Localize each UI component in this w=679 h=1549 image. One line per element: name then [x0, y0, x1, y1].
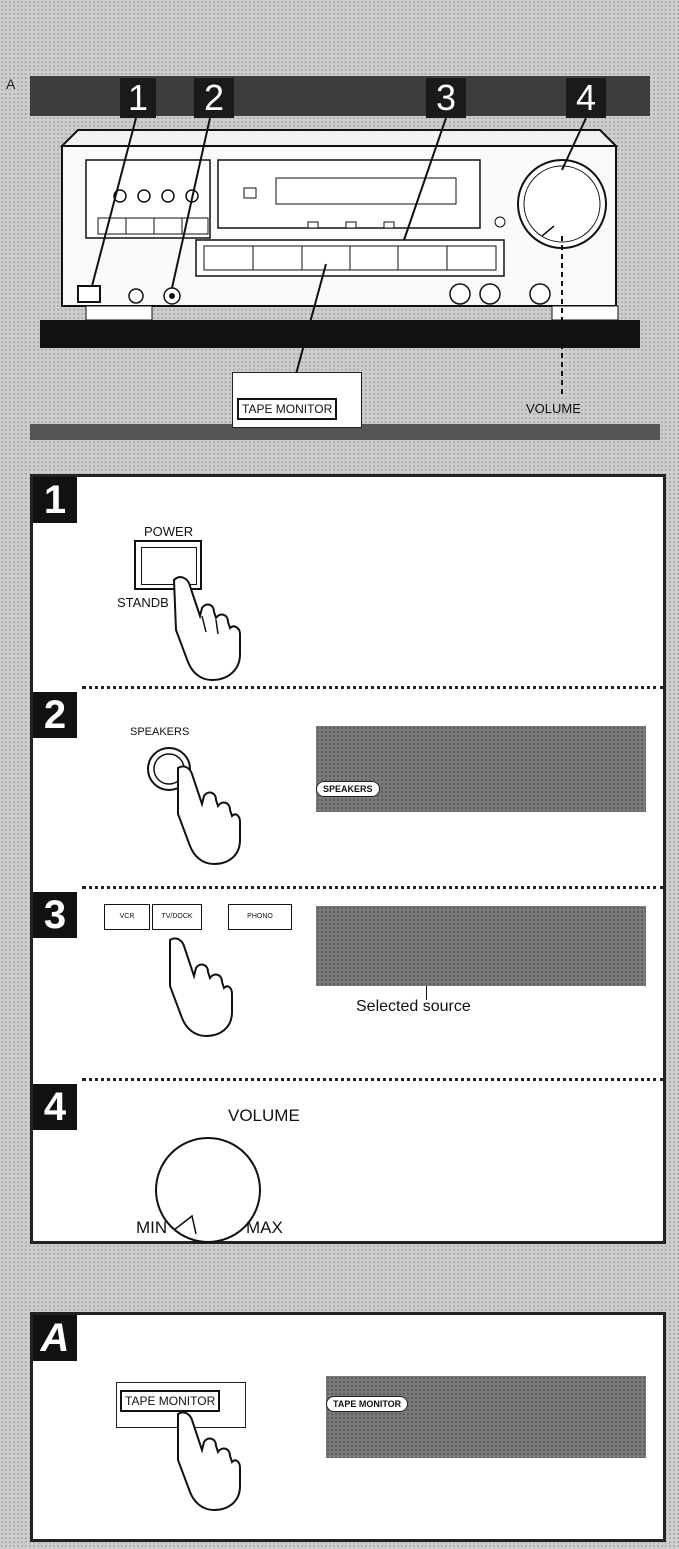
step-2-number: 2 [33, 692, 77, 738]
hand-pointer-icon [164, 936, 234, 1040]
step-divider-3 [82, 1078, 664, 1081]
steps-panel [30, 474, 666, 1244]
phono-button[interactable]: PHONO [228, 904, 292, 930]
tape-monitor-display-indicator: TAPE MONITOR [326, 1396, 408, 1412]
tape-monitor-button-label: TAPE MONITOR [120, 1390, 220, 1412]
tv-dock-button[interactable]: TV/DOCK [152, 904, 202, 930]
volume-min-label: MIN [136, 1218, 167, 1238]
speakers-display [316, 726, 646, 812]
speakers-label: SPEAKERS [130, 726, 189, 738]
volume-max-label: MAX [246, 1218, 283, 1238]
power-label: POWER [144, 524, 193, 539]
hand-pointer-icon [172, 1410, 242, 1514]
step-a-letter: A [33, 1315, 77, 1361]
volume-callout-label: VOLUME [526, 401, 581, 416]
input-selector-buttons: VCR TV/DOCK PHONO [104, 904, 292, 930]
source-display [316, 906, 646, 986]
selected-source-caption: Selected source [356, 998, 471, 1016]
step-4-number: 4 [33, 1084, 77, 1130]
step-divider-1 [82, 686, 664, 689]
step-1-number: 1 [33, 477, 77, 523]
step-divider-2 [82, 886, 664, 889]
vcr-button[interactable]: VCR [104, 904, 150, 930]
speakers-display-indicator: SPEAKERS [316, 781, 380, 797]
hand-pointer-icon [172, 764, 242, 868]
step-3-number: 3 [33, 892, 77, 938]
hand-pointer-icon [166, 574, 246, 686]
volume-label: VOLUME [228, 1106, 300, 1126]
tape-monitor-display [326, 1376, 646, 1458]
tape-monitor-callout-label: TAPE MONITOR [237, 398, 337, 420]
